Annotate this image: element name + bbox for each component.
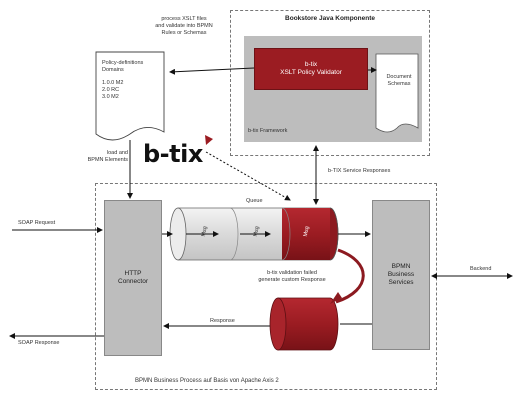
- policy-item-3: 3.0 M2: [102, 94, 119, 100]
- feedback-arrow: [335, 248, 365, 304]
- xslt-policy-validator: b-tix XSLT Policy Validator: [254, 48, 368, 90]
- framework-label: b-tix Framework: [248, 128, 288, 134]
- policy-item-2: 2.0 RC: [102, 87, 120, 93]
- top-note-line-2: and validate into BPMN: [155, 23, 213, 29]
- response-cylinder: [269, 297, 339, 351]
- http-connector: HTTP Connector: [104, 200, 162, 356]
- service-label-line-3: Services: [388, 279, 414, 286]
- load-note-line-2: BPMN Elements: [87, 157, 128, 163]
- business-process-title: BPMN Business Process auf Basis von Apac…: [135, 378, 279, 384]
- validator-label-line-2: XSLT Policy Validator: [280, 69, 342, 76]
- service-responses-note: b-TIX Service Responses: [328, 168, 391, 174]
- soap-request-label: SOAP Request: [18, 220, 56, 226]
- top-note-line-1: process XSLT files: [161, 16, 207, 22]
- backend-label: Backend: [470, 266, 492, 272]
- doc-label-line-1: Document: [386, 74, 412, 80]
- doc-label-line-2: Schemas: [387, 81, 411, 87]
- http-connector-line-1: HTTP: [124, 270, 142, 277]
- http-connector-line-2: Connector: [118, 278, 148, 285]
- validator-label-line-1: b-tix: [304, 61, 318, 68]
- policy-title-line-1: Policy-definitions: [102, 60, 144, 66]
- load-note: load and BPMN Elements: [58, 150, 128, 164]
- btix-logo-text: b-tix: [143, 140, 203, 168]
- bpmn-business-services: BPMN Business Services: [372, 200, 430, 350]
- service-label-line-1: BPMN: [391, 263, 411, 270]
- soap-response-label: SOAP Response: [18, 340, 60, 346]
- connection-arrows: [9, 67, 513, 339]
- queue-cylinder: [169, 207, 339, 261]
- service-label-line-2: Business: [387, 271, 415, 278]
- feedback-note-line-2: generate custom Response: [258, 277, 326, 283]
- policy-title-line-2: Domains: [102, 67, 124, 73]
- document-schemas-label: Document Schemas: [382, 74, 416, 88]
- java-components-container: [230, 10, 430, 156]
- policy-item-1: 1.0.0 M2: [102, 80, 124, 86]
- queue-label: Queue: [246, 198, 263, 204]
- btix-logo: b-tix: [143, 140, 203, 168]
- load-note-line-1: load and: [106, 150, 128, 156]
- business-process-container: [95, 183, 437, 390]
- java-components-title: Bookstore Java Komponente: [285, 15, 375, 22]
- response-label: Response: [210, 318, 235, 324]
- xslt-process-note: process XSLT files and validate into BPM…: [138, 16, 230, 37]
- feedback-note-line-1: b-tix validation failed: [267, 270, 317, 276]
- validation-failed-note: b-tix validation failed generate custom …: [236, 270, 348, 284]
- policy-definitions: Policy-definitions Domains 1.0.0 M2 2.0 …: [102, 60, 162, 101]
- top-note-line-3: Rules or Schemas: [161, 30, 207, 36]
